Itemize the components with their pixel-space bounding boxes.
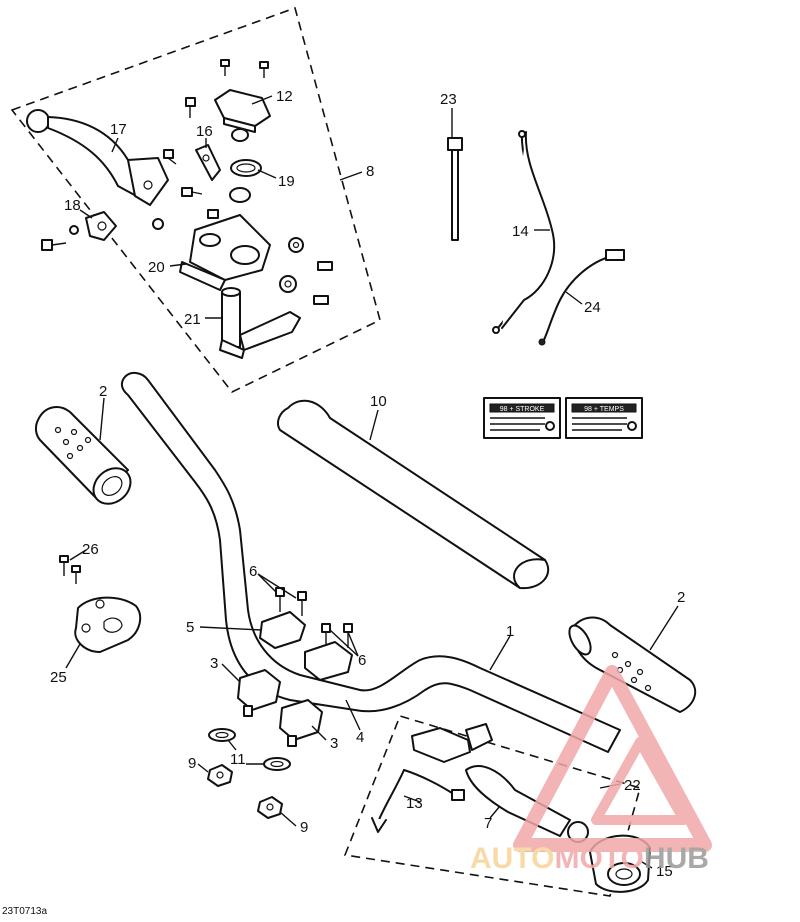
small-screws-box [41, 59, 333, 305]
callout-26: 26 [82, 541, 99, 558]
assembly-8-dashed-outline [10, 6, 381, 394]
handlebar-1 [120, 372, 621, 753]
callout-21: 21 [184, 311, 201, 328]
callout-3-lower: 3 [330, 735, 338, 752]
callout-14: 14 [512, 223, 529, 240]
svg-text:AUTOMOTOHUB: AUTOMOTOHUB [470, 842, 709, 875]
callout-7: 7 [484, 815, 492, 832]
callout-6-lower: 6 [358, 652, 366, 669]
throttle-lever-7 [465, 765, 589, 843]
callout-25: 25 [50, 669, 67, 686]
clamp-19 [230, 159, 262, 177]
callout-15: 15 [656, 863, 673, 880]
watermark-text-hub: HUB [644, 842, 709, 875]
lever-arm-21 [219, 287, 301, 359]
callout-22: 22 [624, 777, 641, 794]
assembly-22-dashed-outline [343, 715, 641, 897]
callout-9-upper: 9 [188, 755, 196, 772]
callout-2-left: 2 [99, 383, 107, 400]
callout-6-upper: 6 [249, 563, 257, 580]
watermark-triangle-icon [513, 665, 712, 852]
callout-23: 23 [440, 91, 457, 108]
wire-24 [538, 249, 625, 346]
wire-13 [371, 769, 465, 833]
watermark-text-moto: MOTO [554, 842, 643, 875]
callout-9-lower: 9 [300, 819, 308, 836]
throttle-housing [411, 723, 493, 763]
callout-18: 18 [64, 197, 81, 214]
watermark-inner-triangle-icon [591, 737, 689, 825]
callout-17: 17 [110, 121, 127, 138]
decal-left: 98 + STROKE [483, 397, 561, 439]
callout-5: 5 [186, 619, 194, 636]
throttle-cable-14 [492, 130, 556, 334]
nuts-9 [207, 764, 283, 819]
decal-left-title: 98 + STROKE [500, 406, 545, 413]
callout-19: 19 [278, 173, 295, 190]
handlebar-pad-10 [277, 399, 550, 590]
callout-16: 16 [196, 123, 213, 140]
callout-8: 8 [366, 163, 374, 180]
bracket-25 [74, 596, 142, 653]
callout-11: 11 [230, 751, 246, 768]
callout-3-upper: 3 [210, 655, 218, 672]
reservoir-cap-12 [214, 89, 271, 133]
leader-lines [65, 95, 679, 869]
callout-13: 13 [406, 795, 423, 812]
callout-12: 12 [276, 88, 293, 105]
brake-lever-17 [26, 109, 169, 206]
washers-11 [208, 728, 291, 771]
watermark-logo: AUTOMOTOHUB [470, 665, 712, 875]
callout-4: 4 [356, 729, 364, 746]
grip-left-2 [34, 406, 132, 505]
callout-24: 24 [584, 299, 601, 316]
decal-right-title: 98 + TEMPS [584, 406, 624, 413]
screws-26 [59, 555, 81, 584]
callout-2-right: 2 [677, 589, 685, 606]
callout-10: 10 [370, 393, 387, 410]
pivot-bracket-16 [195, 144, 221, 181]
decal-right: 98 + TEMPS [565, 397, 643, 439]
master-cylinder-20 [179, 214, 271, 291]
callout-1: 1 [506, 623, 514, 640]
cable-tie-23 [447, 137, 463, 241]
reference-code: 23T0713a [2, 906, 48, 917]
watermark-text-auto: AUTO [470, 842, 554, 875]
callout-20: 20 [148, 259, 165, 276]
clamp-18 [85, 211, 117, 241]
callouts: 1 2 2 3 3 4 5 6 6 7 8 9 9 10 11 12 13 14… [50, 88, 685, 880]
grip-right-2 [568, 616, 697, 713]
clamp-upper-5 [259, 611, 353, 681]
